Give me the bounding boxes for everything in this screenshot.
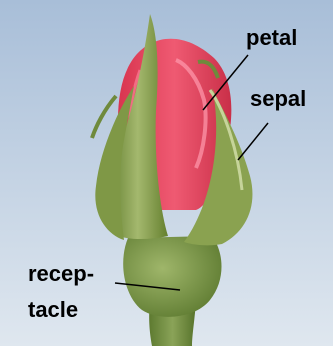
sepal-label: sepal [250, 88, 306, 110]
receptacle-label: recep- tacle [28, 256, 94, 328]
receptacle-label-line-1: recep- [28, 256, 94, 292]
petal-label: petal [246, 27, 297, 49]
receptacle-label-line-2: tacle [28, 292, 94, 328]
